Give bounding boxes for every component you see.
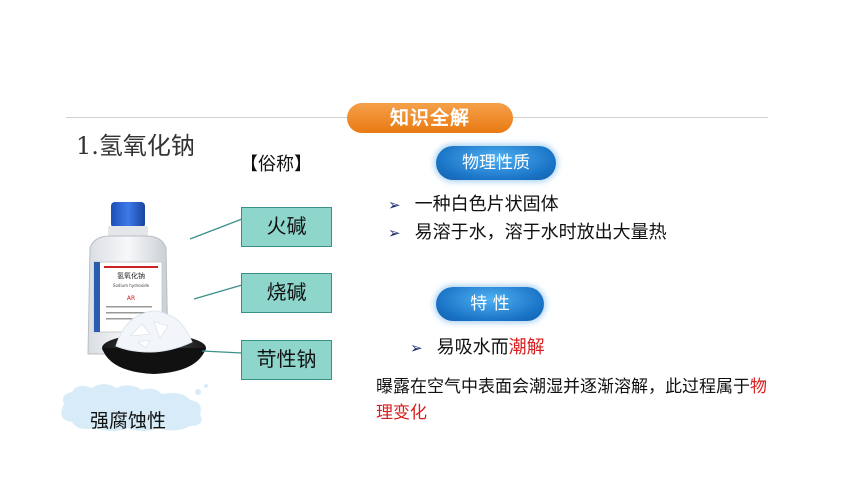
physical-item-1: ➢ 一种白色片状固体 [388,190,559,216]
arrow-bullet-icon: ➢ [388,224,401,242]
special-property-item: ➢ 易吸水而潮解 [410,333,545,359]
cloud-bubble [61,384,202,431]
special-property-pill: 特 性 [436,287,544,321]
physical-item-2: ➢ 易溶于水，溶于水时放出大量热 [388,218,667,244]
physical-item-2-text: 易溶于水，溶于水时放出大量热 [414,222,667,243]
alias-heading: 【俗称】 [240,154,312,175]
bottle-grade-text: AR [127,295,135,302]
page-title: 1.氢氧化钠 [76,132,195,160]
explanation-text: 曝露在空气中表面会潮湿并逐渐溶解，此过程属于 [376,377,750,397]
alias-box-1: 火碱 [241,207,332,247]
explanation-highlight: 物理变化 [376,377,767,423]
special-property-highlight: 潮解 [508,337,545,358]
bottle-label-subtext: Sodium hydroxide [113,283,150,288]
section-banner: 知识全解 [347,103,513,133]
alias-box-3: 苛性钠 [241,340,332,380]
alias-connectors [189,218,243,354]
white-flakes [115,310,193,353]
bottle-label-text: 氢氧化钠 [117,271,145,280]
alias-box-2: 烧碱 [241,273,332,313]
arrow-bullet-icon: ➢ [410,339,423,357]
arrow-bullet-icon: ➢ [388,196,401,214]
bottle-cap [111,202,145,228]
physical-item-1-text: 一种白色片状固体 [414,194,559,215]
physical-properties-pill: 物理性质 [436,146,556,180]
cloud-text: 强腐蚀性 [90,410,167,432]
special-property-text: 易吸水而 [436,337,509,358]
sodium-hydroxide-bottle-illustration: 氢氧化钠 Sodium hydroxide AR [61,202,208,431]
explanation-paragraph: 曝露在空气中表面会潮湿并逐渐溶解，此过程属于物理变化 [376,374,776,426]
